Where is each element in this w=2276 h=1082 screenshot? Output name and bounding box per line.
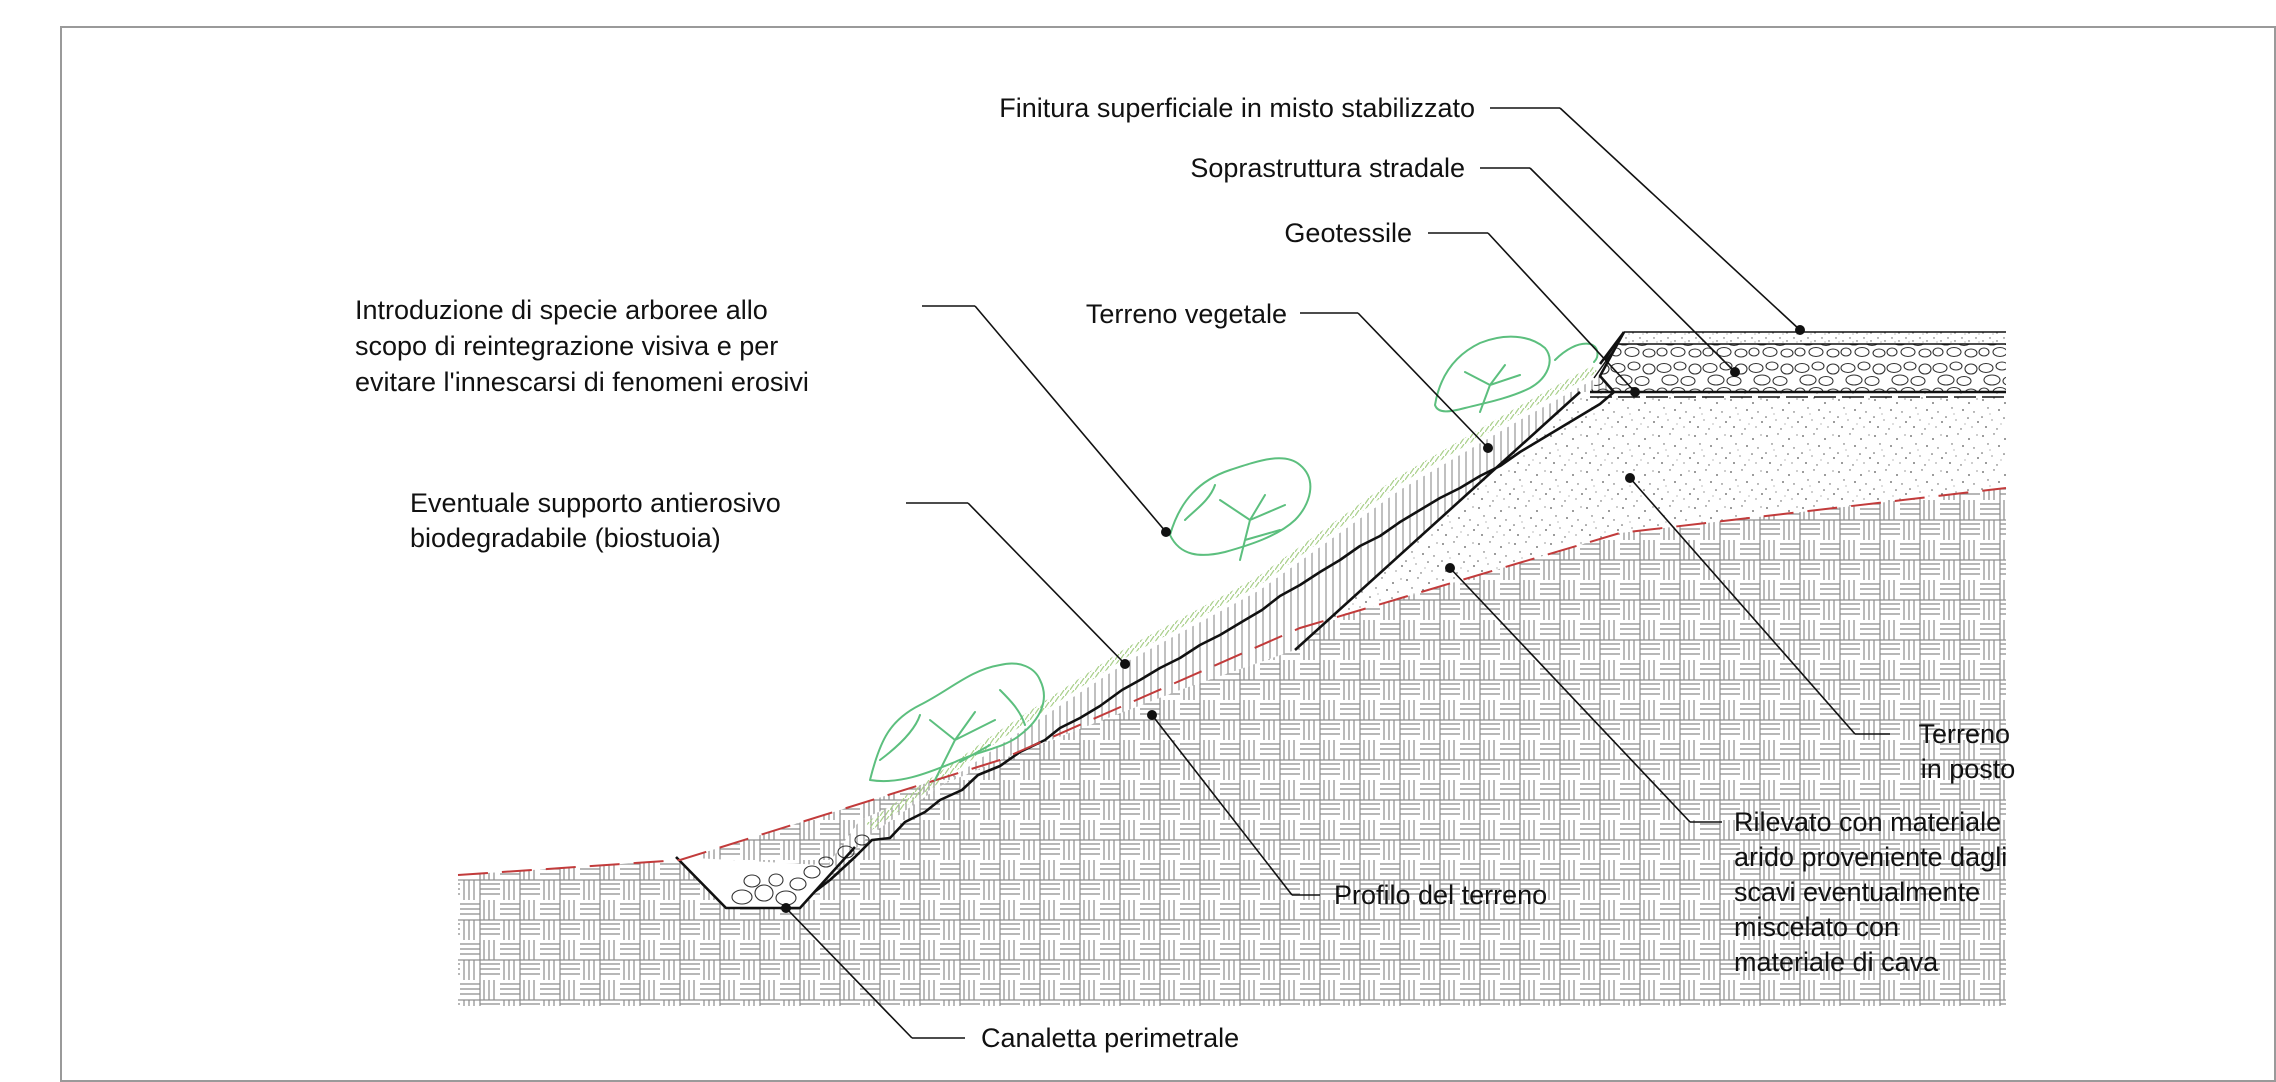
label-finitura: Finitura superficiale in misto stabilizz… xyxy=(999,93,1475,123)
ground-profile-line xyxy=(457,487,2007,876)
label-soprastruttura: Soprastruttura stradale xyxy=(1190,153,1465,183)
tree-icon xyxy=(1554,342,1599,363)
embankment-boundary xyxy=(1294,391,1581,651)
label-canaletta: Canaletta perimetrale xyxy=(981,1023,1239,1053)
tree-icon xyxy=(869,662,1045,783)
leader-lines xyxy=(781,107,1890,1039)
label-rilevato: Rilevato con materiale arido proveniente… xyxy=(1734,807,2015,977)
grass-strip xyxy=(866,366,1598,830)
label-geotessile: Geotessile xyxy=(1284,218,1412,248)
tree-icon xyxy=(1434,335,1551,413)
drawing-frame xyxy=(60,26,2276,1082)
topsoil-layer xyxy=(800,376,1614,903)
label-supporto-antierosivo: Eventuale supporto antierosivo biodegrad… xyxy=(410,488,788,553)
label-terreno-vegetale: Terreno vegetale xyxy=(1086,299,1287,329)
slope-surface-line xyxy=(799,331,1626,905)
tree-icon xyxy=(1169,457,1312,561)
label-profilo-terreno: Profilo del terreno xyxy=(1334,880,1547,910)
label-terreno-in-posto: Terreno in posto xyxy=(1918,719,2017,784)
label-specie-arboree: Introduzione di specie arboree allo scop… xyxy=(355,295,809,397)
natural-ground xyxy=(458,488,2006,1006)
embankment-fill xyxy=(1295,392,2006,650)
perimeter-ditch xyxy=(675,834,870,910)
road-pavement xyxy=(1590,331,2006,398)
